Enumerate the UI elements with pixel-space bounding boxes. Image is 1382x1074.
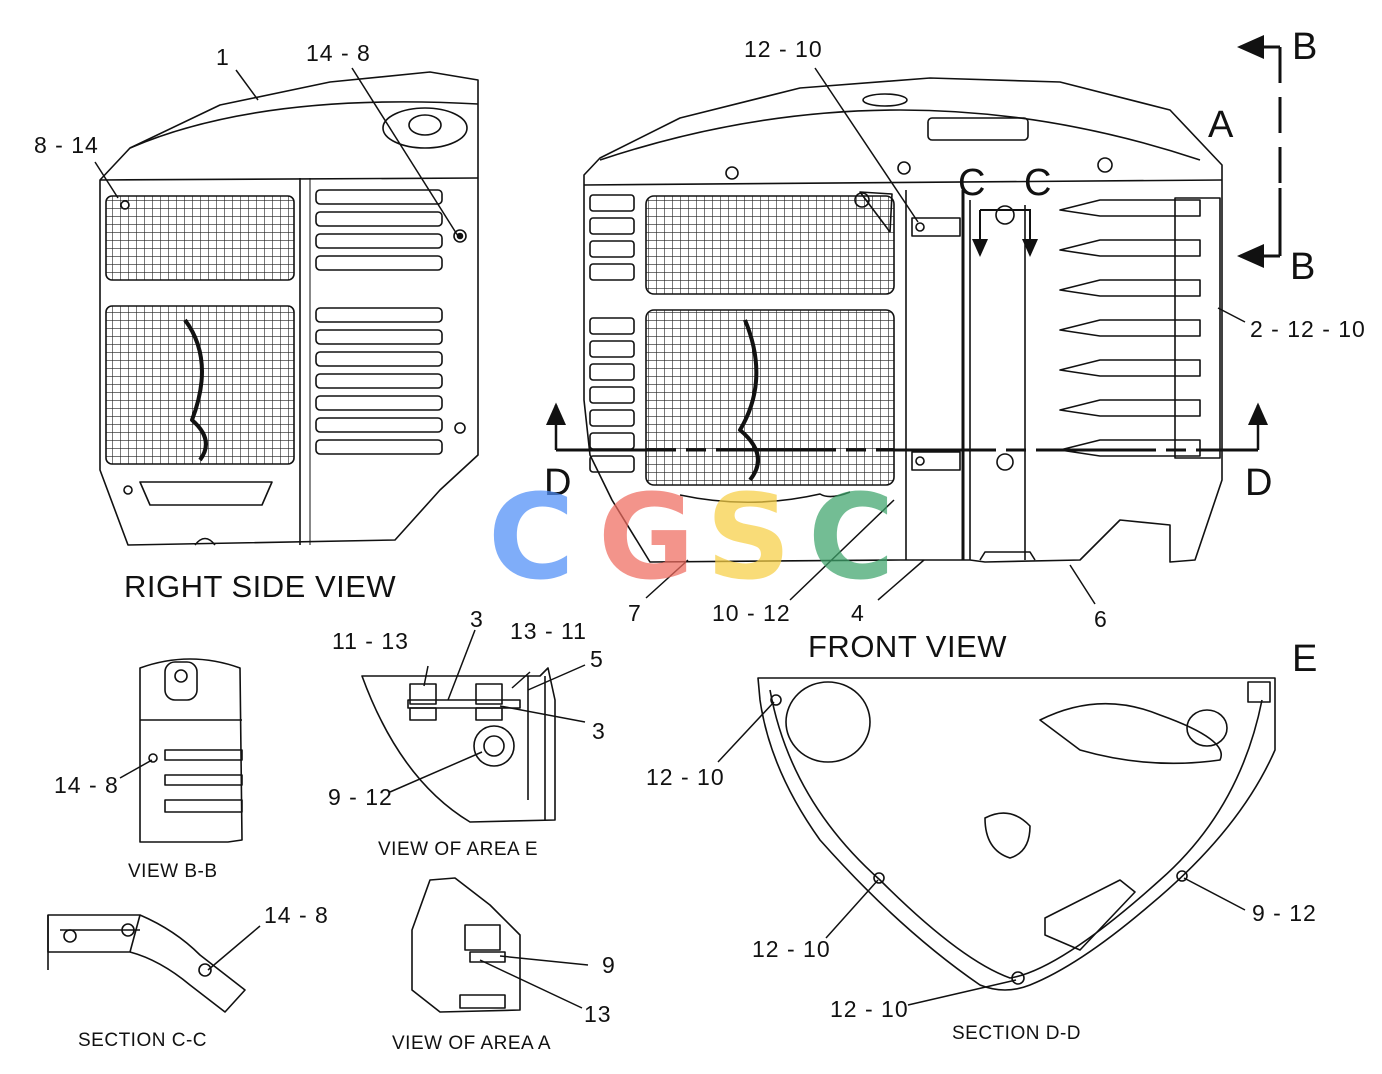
callout-12-10-dd-mid: 12 - 10 [752,936,831,962]
label-view-bb: VIEW B-B [128,861,218,882]
callout-9-12-area-e: 9 - 12 [328,784,393,810]
section-dd-drawing [757,677,1276,991]
callout-2-12-10: 2 - 12 - 10 [1250,316,1366,342]
callout-13-11: 13 - 11 [510,618,587,644]
view-area-e-drawing [361,667,556,823]
callout-9: 9 [602,952,616,978]
letter-d-left: D [544,462,572,504]
callout-14-8-top: 14 - 8 [306,40,371,66]
section-lines [546,35,1282,452]
callout-1: 1 [216,44,230,70]
callout-4: 4 [851,600,865,626]
view-area-a-drawing [411,877,521,1013]
watermark-letter-s: S [706,468,791,606]
right-side-view-drawing [99,71,479,546]
label-section-dd: SECTION D-D [952,1023,1081,1044]
label-section-cc: SECTION C-C [78,1030,207,1051]
letter-b-bottom: B [1290,246,1316,288]
callout-12-10-dd-left: 12 - 10 [646,764,725,790]
callout-12-10-dd-bottom: 12 - 10 [830,996,909,1022]
watermark-letter-c1: C [488,468,575,606]
letter-d-right: D [1245,462,1273,504]
letter-e: E [1292,638,1318,680]
watermark-letter-c2: C [808,468,895,606]
letter-c-right: C [1024,162,1052,204]
leader-lines [94,67,1246,1009]
callout-6: 6 [1094,606,1108,632]
label-front-view: FRONT VIEW [808,629,1008,664]
label-view-area-a: VIEW OF AREA A [392,1033,552,1054]
callout-14-8-bb: 14 - 8 [54,772,119,798]
letter-a: A [1208,104,1234,146]
letter-c-left: C [958,162,986,204]
section-cc-drawing [47,914,246,1013]
callout-10-12: 10 - 12 [712,600,791,626]
label-view-area-e: VIEW OF AREA E [378,839,539,860]
callout-3-right: 3 [592,718,606,744]
callout-7: 7 [628,600,642,626]
callout-9-12-dd: 9 - 12 [1252,900,1317,926]
callout-8-14: 8 - 14 [34,132,99,158]
callout-11-13: 11 - 13 [332,628,409,654]
view-bb-drawing [139,658,243,843]
letter-b-top: B [1292,26,1318,68]
callout-5: 5 [590,646,604,672]
label-right-side-view: RIGHT SIDE VIEW [124,569,397,604]
callout-12-10-top: 12 - 10 [744,36,823,62]
callout-13: 13 [584,1001,612,1027]
watermark-letter-g: G [598,468,695,606]
callout-14-8-cc: 14 - 8 [264,902,329,928]
front-view-drawing [583,77,1223,563]
callout-3-top: 3 [470,606,484,632]
